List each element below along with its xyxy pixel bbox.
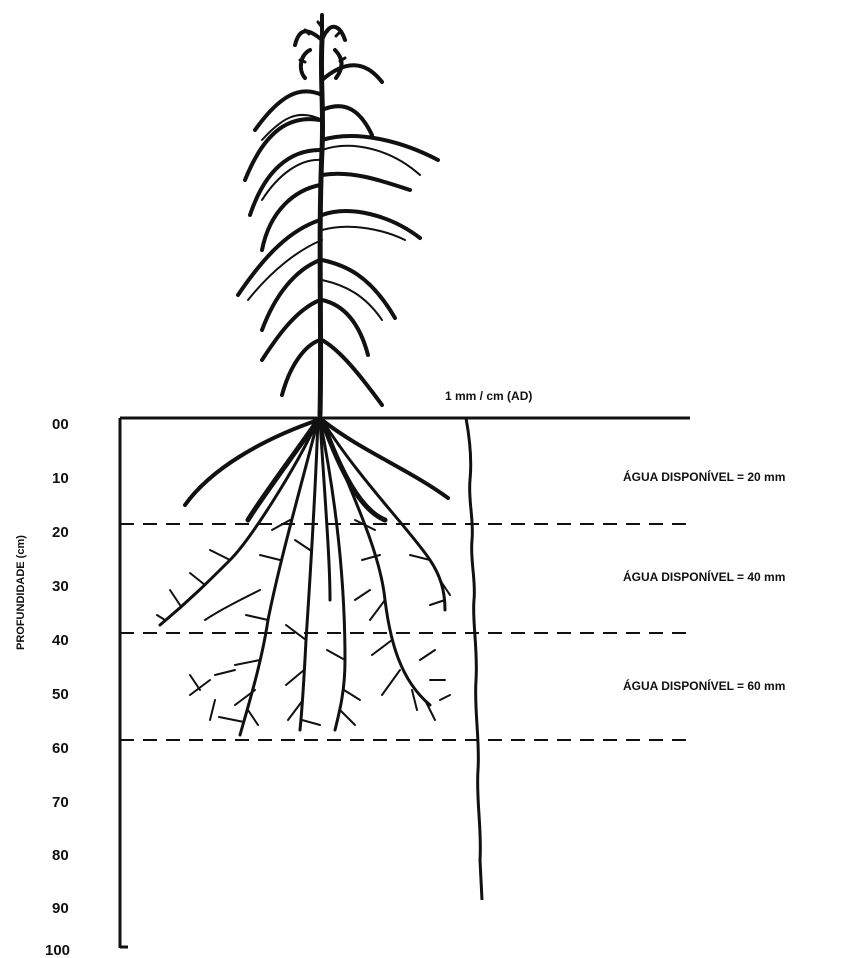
depth-tick-label: 70 xyxy=(52,794,69,811)
zone-label-40mm: ÁGUA DISPONÍVEL = 40 mm xyxy=(623,569,785,584)
water-line-label: 1 mm / cm (AD) xyxy=(445,389,532,403)
depth-tick-label: 80 xyxy=(52,847,69,864)
zone-label-20mm: ÁGUA DISPONÍVEL = 20 mm xyxy=(623,469,785,484)
zone-label-60mm: ÁGUA DISPONÍVEL = 60 mm xyxy=(623,678,785,693)
water-line: 1 mm / cm (AD) xyxy=(445,389,532,900)
depth-tick-labels: 00 10 20 30 40 50 60 70 80 90 100 xyxy=(45,416,70,958)
depth-tick-label: 00 xyxy=(52,416,69,433)
dashed-boundaries xyxy=(120,524,690,740)
depth-tick-label: 60 xyxy=(52,740,69,757)
depth-axis-title: PROFUNDIDADE (cm) xyxy=(15,535,27,650)
depth-tick-label: 10 xyxy=(52,470,69,487)
depth-tick-label: 30 xyxy=(52,578,69,595)
depth-tick-label: 20 xyxy=(52,524,69,541)
depth-tick-label: 50 xyxy=(52,686,69,703)
depth-tick-label: 40 xyxy=(52,632,69,649)
root-system xyxy=(157,420,450,735)
plant-shoot xyxy=(238,15,438,415)
depth-axis xyxy=(120,418,128,948)
depth-tick-label: 100 xyxy=(45,942,70,958)
zone-labels: ÁGUA DISPONÍVEL = 20 mm ÁGUA DISPONÍVEL … xyxy=(623,469,785,693)
depth-tick-label: 90 xyxy=(52,900,69,917)
